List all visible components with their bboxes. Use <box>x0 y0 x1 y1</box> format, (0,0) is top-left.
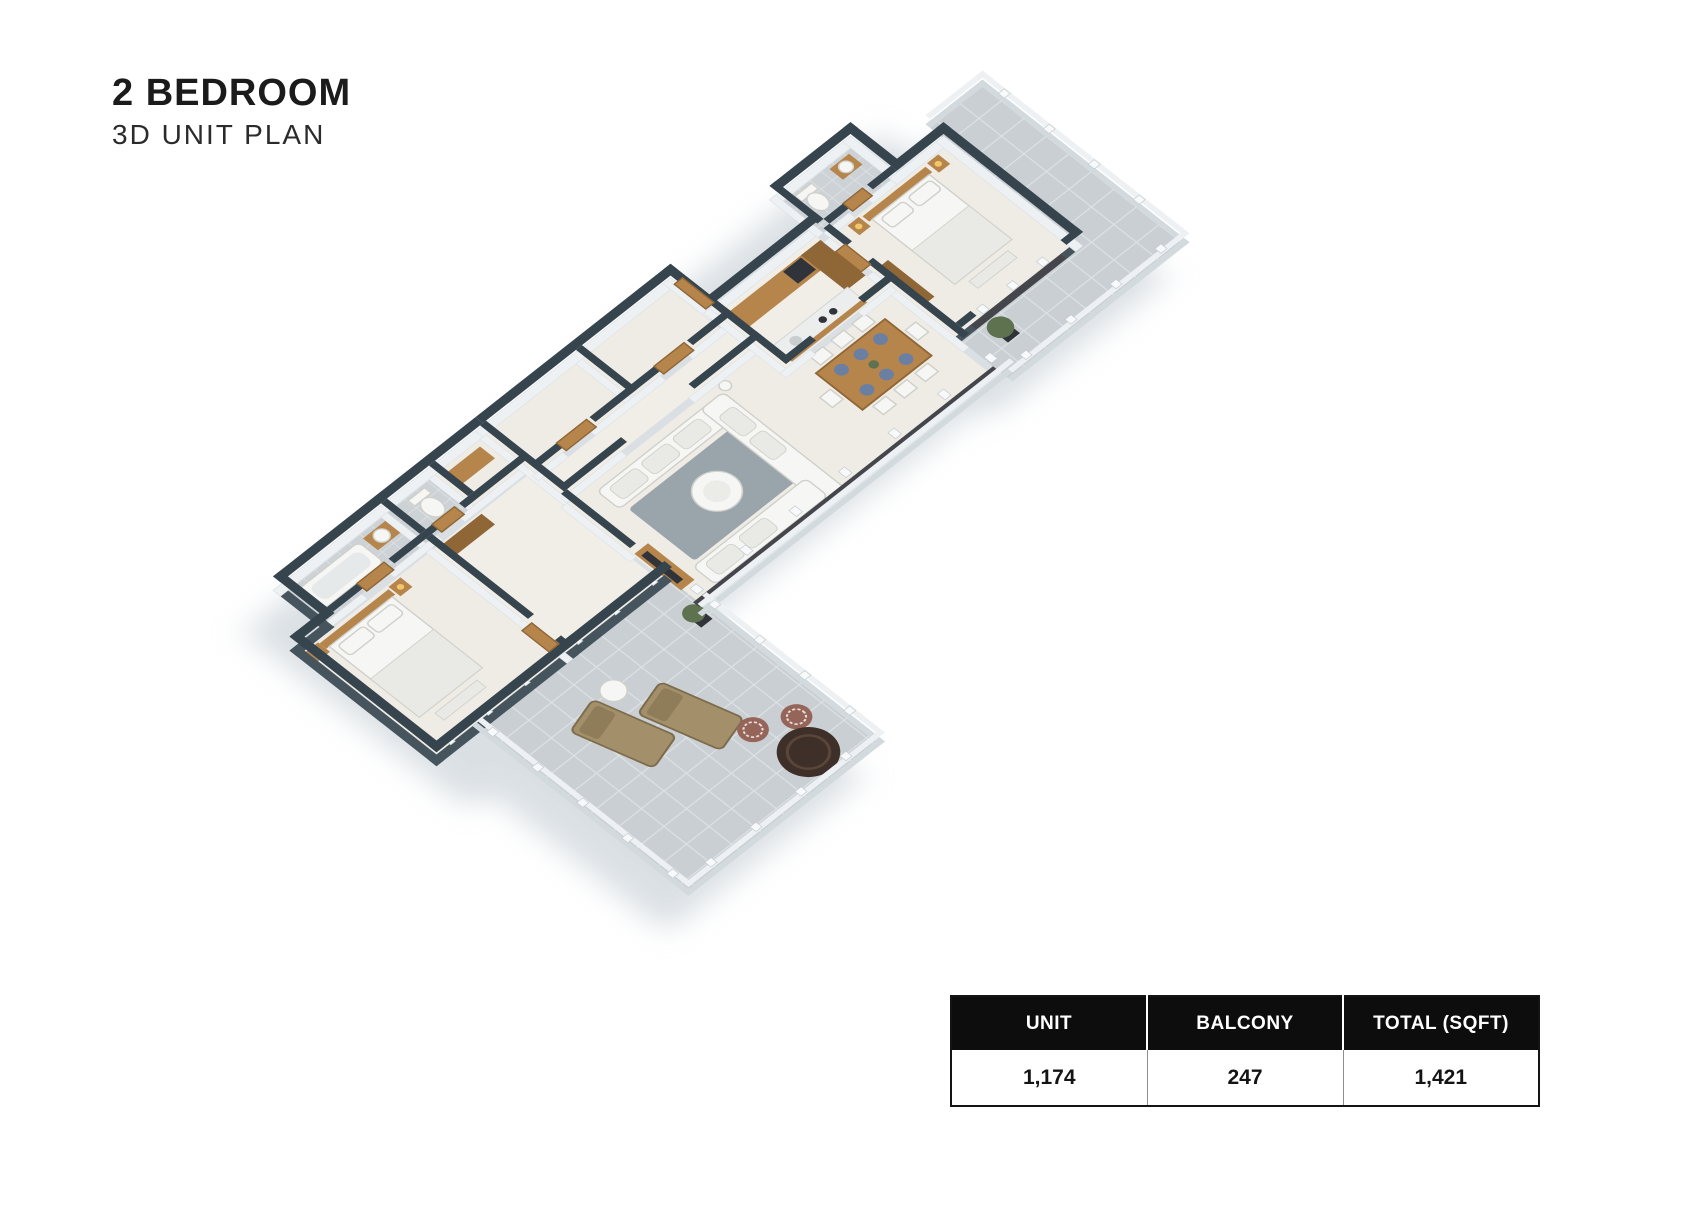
dining-set <box>808 312 940 416</box>
wc-fixtures <box>406 486 446 518</box>
closet-shelves <box>444 446 495 487</box>
unit-area-value: 1,174 <box>951 1050 1148 1106</box>
balcony-floor <box>930 86 1181 284</box>
hall-wardrobe <box>438 513 495 559</box>
total-area-value: 1,421 <box>1343 1050 1539 1106</box>
bathroom-2-door <box>841 187 874 212</box>
terrace-pouf <box>780 704 813 730</box>
wc-door <box>430 505 466 533</box>
page-subtitle: 3D UNIT PLAN <box>112 119 326 150</box>
closet-floor <box>435 439 519 506</box>
foyer-a-door <box>555 418 598 452</box>
title-block: 2 BEDROOM 3D UNIT PLAN <box>112 72 351 151</box>
corridor-floor <box>541 331 750 496</box>
balcony-floor-wrap <box>961 247 1128 378</box>
col-unit: UNIT <box>951 996 1148 1050</box>
sofa-set <box>598 380 845 584</box>
terrace-furniture <box>571 604 841 778</box>
bedroom-2-door <box>834 243 872 273</box>
foyer-a-floor <box>486 363 626 474</box>
area-table-value-row: 1,174 247 1,421 <box>951 1050 1539 1106</box>
balcony-plant <box>986 316 1020 343</box>
area-table-header-row: UNIT BALCONY TOTAL (SQFT) <box>951 996 1539 1050</box>
col-total-sqft: TOTAL (SQFT) <box>1343 996 1539 1050</box>
bathroom-1-door <box>355 561 395 592</box>
foyer-b-door <box>652 341 695 375</box>
bathroom-2-fixtures <box>793 153 863 212</box>
doors <box>355 187 874 653</box>
bedroom-1-door <box>520 622 560 653</box>
foyer-b-floor <box>582 289 720 399</box>
col-balcony: BALCONY <box>1147 996 1344 1050</box>
bed-2 <box>847 154 1018 305</box>
entry-door <box>673 276 716 310</box>
terrace-pouf <box>737 717 769 743</box>
terrace-side-table <box>598 679 629 703</box>
area-table: UNIT BALCONY TOTAL (SQFT) 1,174 247 1,42… <box>950 995 1540 1107</box>
balcony-area-value: 247 <box>1147 1050 1344 1106</box>
bed-1 <box>306 577 487 721</box>
page-title: 2 BEDROOM <box>112 72 352 114</box>
